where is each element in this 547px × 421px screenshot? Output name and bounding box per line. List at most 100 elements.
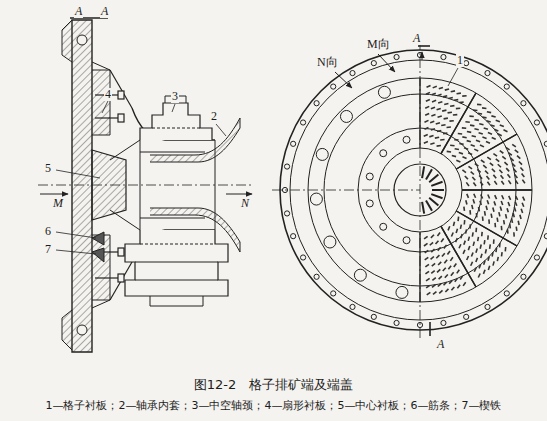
grate-slot [474,119,478,121]
grate-slot [513,232,515,236]
section-view [38,18,252,352]
grate-slot [493,239,495,243]
grate-slot [490,163,493,166]
grate-slot [436,241,439,244]
grate-slot [425,264,429,267]
grate-slot [502,195,504,199]
grate-slot [425,106,429,108]
grate-slot [426,278,430,281]
grate-slot [425,271,429,274]
grate-slot [465,121,469,123]
grate-slot [503,220,505,224]
bolt-hole [544,141,547,146]
grate-slot [485,171,488,174]
grate-slot [519,162,522,165]
grate-slot [491,252,493,256]
grate-slot [491,116,495,117]
bolt-hole [485,304,490,309]
grate-slot [458,133,462,135]
grate-slot [471,262,473,266]
grate-slot [436,255,439,258]
center-slot [432,189,444,191]
grate-slot [442,109,446,112]
grate-slot [496,218,498,222]
center-slot [429,198,438,206]
grate-slot [430,143,434,144]
grate-slot [515,150,518,153]
section-mark: A [436,338,445,351]
grate-slot [478,113,482,115]
bolt-hole [441,320,446,325]
liner-hole [380,223,387,230]
grate-slot [488,194,490,198]
grate-slot [515,180,518,184]
grate-slot [493,154,497,157]
grate-slot [503,130,507,132]
bolt-hole [504,84,509,89]
grate-slot [477,237,479,241]
callout-number: 2 [210,110,218,123]
liner-hole [366,173,373,180]
grate-slot [501,181,504,185]
grate-slot [455,278,458,281]
grate-slot [501,201,503,205]
grate-slot [456,229,457,233]
bolt-hole [291,234,296,239]
grate-slot [433,86,437,88]
grate-slot [463,220,465,224]
grate-slot [450,257,453,261]
direction-mark: M [52,197,64,210]
grate-slot [500,125,504,127]
center-slot [422,166,424,178]
grate-slot [424,127,428,129]
grate-slot [447,251,450,255]
grate-slot [487,157,491,160]
grate-slot [476,258,478,262]
grate-slot [479,264,481,268]
grate-slot [481,194,483,198]
grate-slot [482,137,486,139]
liner-hole [403,136,410,143]
grate-slot [473,242,474,246]
bolt-hole [300,255,305,260]
liner-hole [310,193,322,205]
grate-slot [476,213,478,217]
grate-slot [436,123,440,124]
grate-slot [479,175,482,178]
grate-slot [438,262,441,265]
legend-text: 1—格子衬板；2—轴承内套；3—中空轴颈；4—扇形衬板；5—中心衬板；6—筋条；… [0,398,547,413]
grate-slot [438,102,442,103]
grate-slot [499,170,502,173]
bolt-hole [314,274,319,279]
sector-rib [441,93,476,154]
grate-slot [459,101,463,103]
grate-slot [507,229,509,233]
grate-slot [509,224,511,228]
grate-slot [460,225,463,229]
grate-slot [443,132,447,134]
grate-slot [440,139,444,141]
grate-slot [472,177,475,180]
grate-slot [469,224,471,228]
grate-slot [508,202,510,206]
grate-slot [451,287,454,290]
grate-slot [473,182,476,186]
liner-hole [324,236,336,248]
grate-slot [501,252,503,256]
grate-slot [496,120,500,121]
sector-rib [419,78,420,148]
grate-slot [462,170,466,173]
grate-slot [473,199,474,203]
bolt-hole [521,101,526,106]
grate-slot [508,180,511,184]
grate-slot [497,257,499,261]
grate-slot [444,282,447,285]
callout-number: 4 [104,88,112,101]
grate-slot [448,266,451,269]
bolt-hole [441,54,446,59]
grate-slot [431,107,435,109]
end-view [272,40,547,338]
grate-slot [515,202,517,206]
